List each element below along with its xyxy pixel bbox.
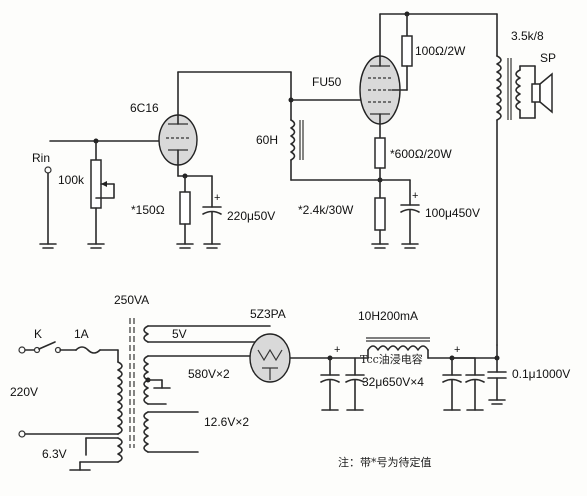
label-220v: 220V — [10, 385, 38, 399]
label-plus-4: + — [454, 344, 460, 356]
label-0-1u: 0.1μ1000V — [512, 367, 570, 381]
label-rin: Rin — [32, 151, 50, 165]
resistor-150 — [176, 175, 194, 249]
label-5z3pa: 5Z3PA — [250, 307, 286, 321]
label-r100: 100Ω/2W — [415, 44, 466, 58]
label-plus-1: + — [214, 192, 220, 204]
label-32u: 32μ650V×4 — [362, 375, 424, 389]
footnote: 注：带*号为待定值 — [338, 455, 432, 469]
speaker — [531, 72, 553, 114]
label-60h: 60H — [256, 133, 278, 147]
capacitor-220u — [202, 175, 222, 249]
label-6-3v: 6.3V — [42, 447, 67, 461]
label-c100: 100μ450V — [425, 206, 480, 220]
label-fu50: FU50 — [312, 75, 342, 89]
resistor-600 — [374, 137, 386, 181]
capacitor-100u — [400, 179, 420, 249]
label-6c16: 6C16 — [130, 101, 159, 115]
label-oil-cap: Tcc油浸电容 — [360, 352, 423, 366]
label-r600: *600Ω/20W — [390, 147, 452, 161]
filter-capacitor-1 — [320, 357, 340, 411]
label-k: K — [34, 327, 42, 341]
label-r150: *150Ω — [131, 203, 165, 217]
input-pot-100k — [49, 138, 169, 249]
filter-capacitor-4 — [465, 357, 485, 411]
output-transformer — [496, 13, 536, 346]
label-plus-3: + — [334, 344, 340, 356]
label-plus-2: + — [412, 190, 418, 202]
mains-input — [18, 341, 119, 438]
resistor-100 — [391, 13, 413, 91]
label-5v: 5V — [172, 327, 187, 341]
label-r2-4k: *2.4k/30W — [298, 203, 354, 217]
choke-60h — [290, 71, 304, 181]
filter-capacitor-2 — [345, 357, 365, 411]
choke-10h — [366, 337, 430, 359]
label-sp: SP — [540, 51, 556, 65]
filter-capacitor-3 — [442, 357, 462, 411]
power-transformer — [69, 318, 271, 471]
label-250va: 250VA — [114, 293, 149, 307]
label-580v: 580V×2 — [188, 367, 230, 381]
capacitor-0-1u — [487, 344, 507, 405]
input-terminal — [39, 166, 57, 249]
label-12-6v: 12.6V×2 — [204, 415, 249, 429]
label-output-xfmr: 3.5k/8 — [511, 29, 544, 43]
label-pot: 100k — [58, 173, 85, 187]
resistor-2-4k — [371, 179, 389, 249]
label-10h: 10H200mA — [358, 309, 418, 323]
tube-5z3pa — [249, 333, 291, 383]
label-c220: 220μ50V — [227, 209, 275, 223]
label-fuse: 1A — [74, 327, 89, 341]
tube-6c16 — [158, 114, 198, 166]
